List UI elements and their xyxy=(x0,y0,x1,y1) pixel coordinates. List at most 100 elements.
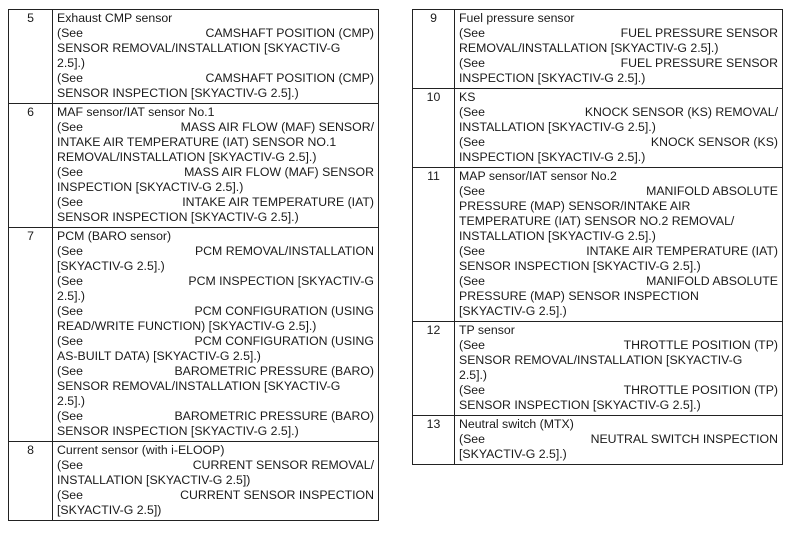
reference-line: (See CURRENT SENSOR INSPECTION xyxy=(57,488,374,503)
see-prefix: (See xyxy=(57,488,83,502)
reference-text: INTAKE AIR TEMPERATURE (IAT) xyxy=(586,244,778,258)
reference-text: PRESSURE (MAP) SENSOR INSPECTION xyxy=(459,289,699,303)
reference-text: SENSOR REMOVAL/INSTALLATION [SKYACTIV-G xyxy=(57,379,341,393)
reference-text: FUEL PRESSURE SENSOR xyxy=(620,26,778,40)
reference-text: [SKYACTIV-G 2.5]) xyxy=(57,503,162,517)
see-prefix: (See xyxy=(57,71,83,85)
reference-text: MANIFOLD ABSOLUTE xyxy=(646,184,778,198)
reference-text: CURRENT SENSOR REMOVAL/ xyxy=(192,458,374,472)
reference-text: PCM CONFIGURATION (USING xyxy=(194,334,374,348)
item-number: 12 xyxy=(412,321,455,416)
reference-text: BAROMETRIC PRESSURE (BARO) xyxy=(174,409,374,423)
reference-text: THROTTLE POSITION (TP) xyxy=(623,338,778,352)
reference-text: REMOVAL/INSTALLATION [SKYACTIV-G 2.5].) xyxy=(459,41,719,55)
reference-text: [SKYACTIV-G 2.5].) xyxy=(459,304,567,318)
reference-text: REMOVAL/INSTALLATION [SKYACTIV-G 2.5].) xyxy=(57,150,317,164)
see-prefix: (See xyxy=(57,304,83,318)
reference-text: AS-BUILT DATA) [SKYACTIV-G 2.5].) xyxy=(57,349,261,363)
reference-text: THROTTLE POSITION (TP) xyxy=(623,383,778,397)
reference-text: CURRENT SENSOR INSPECTION xyxy=(180,488,374,502)
see-prefix: (See xyxy=(459,244,485,258)
item-number: 5 xyxy=(8,9,53,104)
reference-line: (See MANIFOLD ABSOLUTE xyxy=(459,184,778,199)
see-prefix: (See xyxy=(459,105,485,119)
item-title: PCM (BARO sensor) xyxy=(57,229,172,243)
see-prefix: (See xyxy=(459,383,485,397)
reference-text: [SKYACTIV-G 2.5].) xyxy=(459,447,567,461)
reference-text: SENSOR INSPECTION [SKYACTIV-G 2.5].) xyxy=(459,398,701,412)
see-prefix: (See xyxy=(57,409,83,423)
reference-text: NEUTRAL SWITCH INSPECTION xyxy=(590,432,778,446)
item-number: 6 xyxy=(8,103,53,228)
reference-text: KNOCK SENSOR (KS) REMOVAL/ xyxy=(584,105,778,119)
reference-text: 2.5].) xyxy=(57,56,86,70)
see-prefix: (See xyxy=(459,184,485,198)
reference-text: SENSOR REMOVAL/INSTALLATION [SKYACTIV-G xyxy=(459,353,743,367)
reference-text: INTAKE AIR TEMPERATURE (IAT) SENSOR NO.1 xyxy=(57,135,337,149)
see-prefix: (See xyxy=(459,135,485,149)
reference-text: FUEL PRESSURE SENSOR xyxy=(620,56,778,70)
item-title: Exhaust CMP sensor xyxy=(57,11,173,25)
reference-line: (See INTAKE AIR TEMPERATURE (IAT) xyxy=(459,244,778,259)
see-prefix: (See xyxy=(459,338,485,352)
see-prefix: (See xyxy=(57,274,83,288)
see-prefix: (See xyxy=(459,274,485,288)
item-number: 11 xyxy=(412,167,455,322)
reference-text: PCM REMOVAL/INSTALLATION xyxy=(194,244,374,258)
item-title: TP sensor xyxy=(459,323,515,337)
reference-text: PCM INSPECTION [SKYACTIV-G xyxy=(188,274,374,288)
reference-line: (See PCM INSPECTION [SKYACTIV-G xyxy=(57,274,374,289)
see-prefix: (See xyxy=(57,364,83,378)
item-number: 8 xyxy=(8,441,53,521)
see-prefix: (See xyxy=(57,458,83,472)
reference-line: (See THROTTLE POSITION (TP) xyxy=(459,383,778,398)
see-prefix: (See xyxy=(459,26,485,40)
item-number: 13 xyxy=(412,415,455,465)
reference-text: READ/WRITE FUNCTION) [SKYACTIV-G 2.5].) xyxy=(57,319,317,333)
reference-text: PCM CONFIGURATION (USING xyxy=(194,304,374,318)
reference-text: INSTALLATION [SKYACTIV-G 2.5].) xyxy=(459,229,656,243)
reference-text: SENSOR REMOVAL/INSTALLATION [SKYACTIV-G xyxy=(57,41,341,55)
item-number: 10 xyxy=(412,88,455,168)
reference-text: 2.5].) xyxy=(57,394,86,408)
reference-line: (See THROTTLE POSITION (TP) xyxy=(459,338,778,353)
reference-text: 2.5].) xyxy=(57,289,86,303)
reference-text: MASS AIR FLOW (MAF) SENSOR/ xyxy=(180,120,374,134)
reference-text: BAROMETRIC PRESSURE (BARO) xyxy=(174,364,374,378)
reference-text: INTAKE AIR TEMPERATURE (IAT) xyxy=(182,195,374,209)
see-prefix: (See xyxy=(57,165,83,179)
reference-line: (See KNOCK SENSOR (KS) REMOVAL/ xyxy=(459,105,778,120)
item-title: Fuel pressure sensor xyxy=(459,11,575,25)
reference-text: SENSOR INSPECTION [SKYACTIV-G 2.5].) xyxy=(57,424,299,438)
see-prefix: (See xyxy=(57,195,83,209)
reference-line: (See BAROMETRIC PRESSURE (BARO) xyxy=(57,409,374,424)
reference-text: INSPECTION [SKYACTIV-G 2.5].) xyxy=(459,71,646,85)
reference-text: INSTALLATION [SKYACTIV-G 2.5].) xyxy=(459,120,656,134)
reference-text: [SKYACTIV-G 2.5].) xyxy=(57,259,165,273)
